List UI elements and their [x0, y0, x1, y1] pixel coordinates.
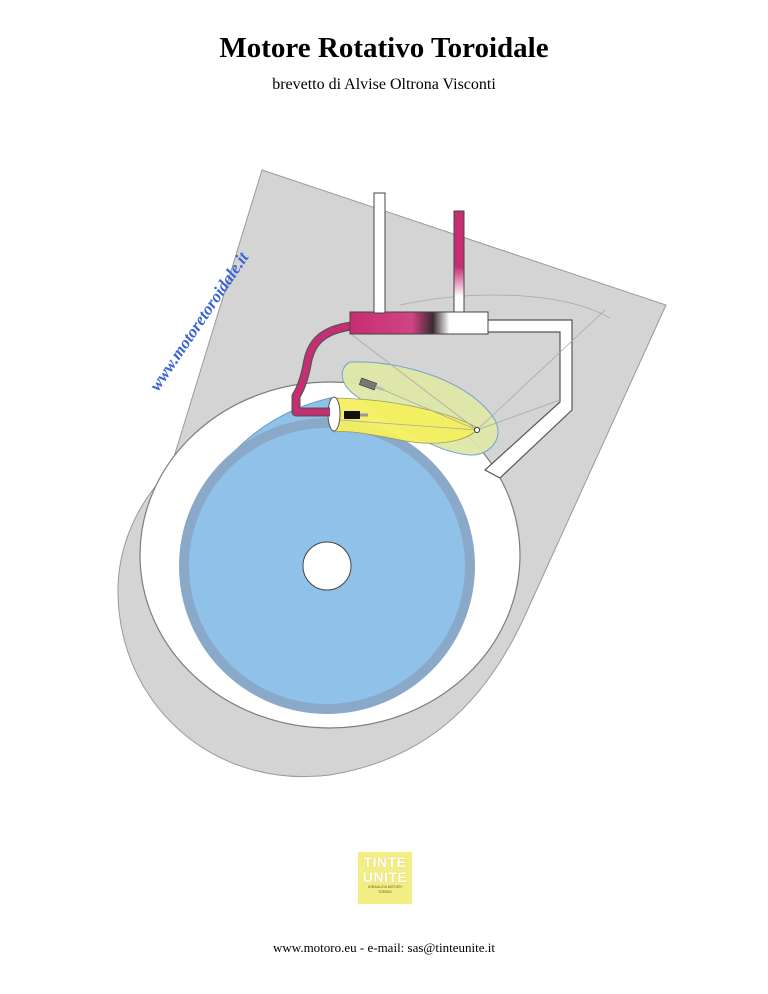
logo-line-2: UNITE — [362, 869, 408, 885]
cylinder — [349, 311, 489, 335]
chamber-yellow — [329, 397, 479, 444]
page-title: Motore Rotativo Toroidale — [219, 32, 549, 64]
page-subtitle: brevetto di Alvise Oltrona Visconti — [272, 76, 496, 93]
spark-plug-lower — [344, 411, 368, 419]
tinte-unite-logo: TINTE UNITE IDRAULICA MOTORI TORINO — [358, 852, 412, 904]
pivot-point — [474, 427, 480, 433]
vertical-tube-left — [373, 192, 386, 314]
logo-line-4: TORINO — [378, 890, 392, 894]
rotor-hub-hole — [302, 541, 352, 591]
footer-contact: www.motoro.eu - e-mail: sas@tinteunite.i… — [273, 940, 495, 955]
logo-line-3: IDRAULICA MOTORI — [368, 885, 402, 889]
exhaust-channel — [483, 319, 573, 479]
logo-line-1: TINTE — [363, 854, 407, 870]
spark-plug-upper — [358, 377, 384, 391]
vertical-rod-right — [453, 210, 465, 313]
